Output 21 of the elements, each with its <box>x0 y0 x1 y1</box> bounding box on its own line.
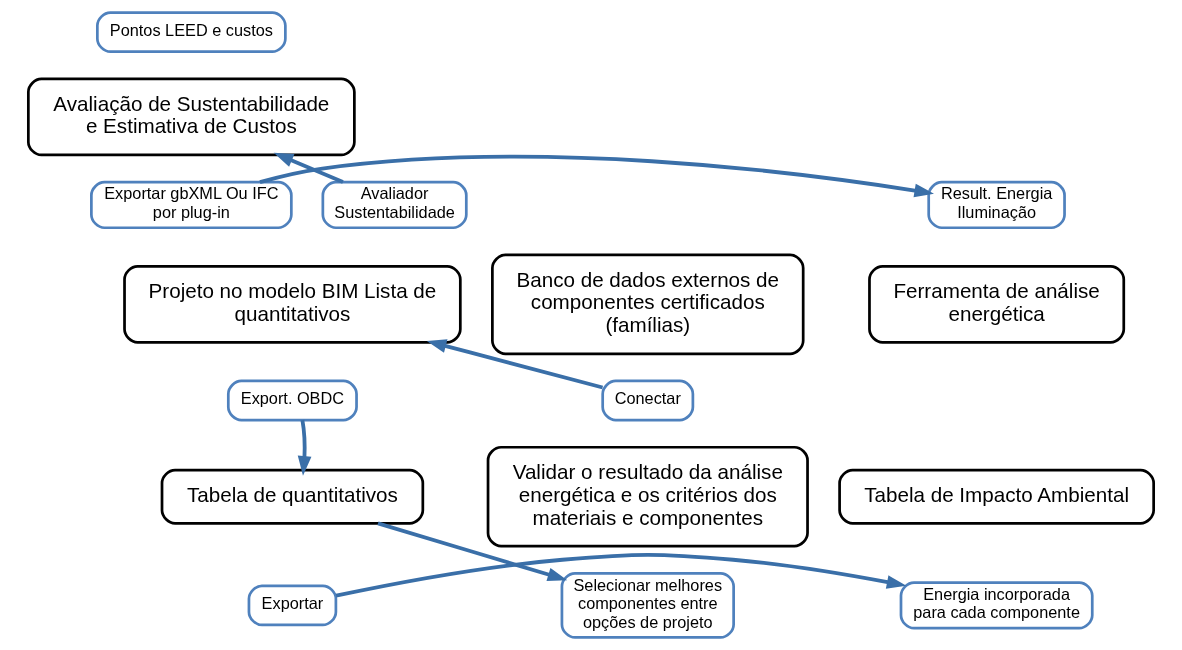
node-box: Projeto no modelo BIM Lista de quantitativos <box>123 264 462 344</box>
node-box: Avaliador Sustentabilidade <box>321 180 468 230</box>
arrow <box>335 553 907 598</box>
arrow <box>377 521 568 582</box>
node-box: Exportar <box>247 584 338 627</box>
node-box: Selecionar melhores componentes entre opções de projeto <box>560 571 735 639</box>
node-box: Tabela de quantitativos <box>160 468 425 525</box>
node-box: Export. OBDC <box>226 379 358 422</box>
arrow <box>297 419 312 476</box>
node-box: Energia incorporada para cada componente <box>899 581 1094 630</box>
node-box: Banco de dados externos de componentes certificados (famílias) <box>491 253 805 356</box>
arrow <box>426 339 604 390</box>
node-box: Pontos LEED e custos <box>96 11 287 54</box>
arrow <box>273 152 344 184</box>
node-box: Validar o resultado da análise energética e os critérios dos materiais e componentes <box>486 445 809 548</box>
node-box: Avaliação de Sustentabilidade e Estimativa de Custos <box>27 77 356 157</box>
node-box: Ferramenta de análise energética <box>868 264 1126 344</box>
node-box: Conectar <box>601 379 695 422</box>
node-box: Tabela de Impacto Ambiental <box>838 468 1155 525</box>
node-box: Result. Energia Iluminação <box>927 180 1066 230</box>
node-box: Exportar gbXML Ou IFC por plug-in <box>90 180 293 230</box>
